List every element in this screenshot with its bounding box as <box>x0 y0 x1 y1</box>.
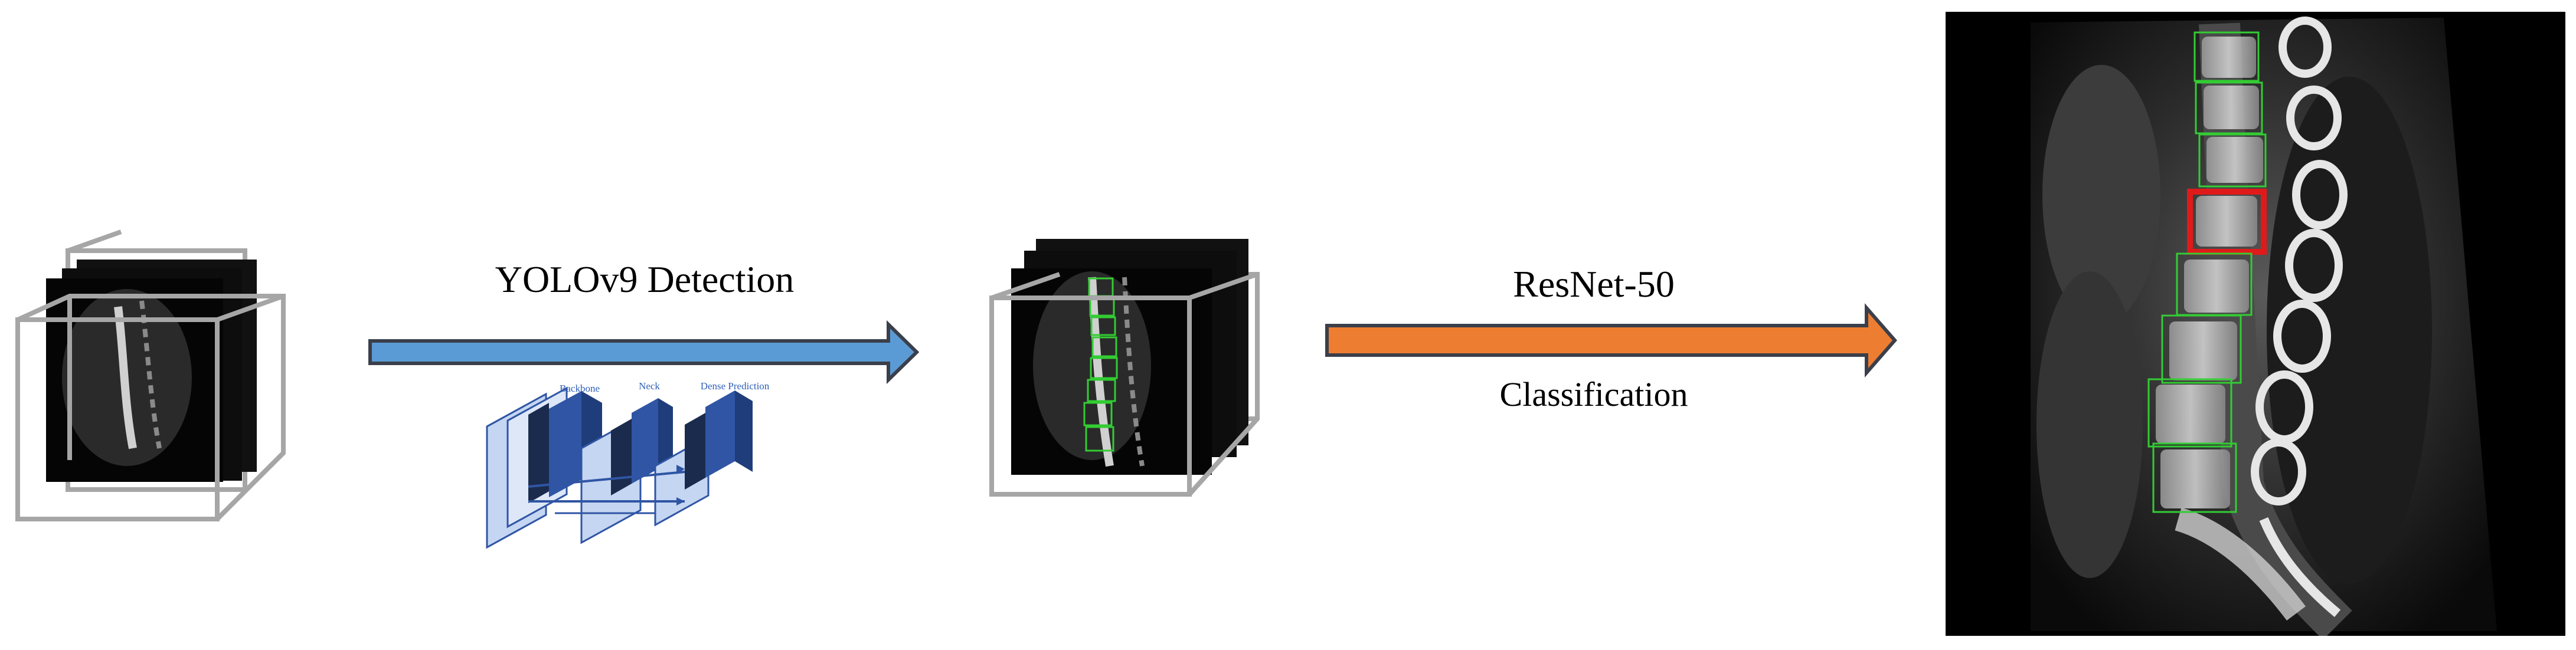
flagged-vertebra-box <box>2187 189 2267 255</box>
resnet-label: ResNet-50 <box>1513 263 1675 305</box>
detected-ct-volume <box>989 239 1260 497</box>
input-ct-slices <box>46 260 257 482</box>
spinous-processes <box>2251 17 2348 618</box>
output-vertebra-boxes <box>2147 31 2267 513</box>
input-ct-volume <box>15 229 286 521</box>
detection-arrow <box>368 320 920 385</box>
classification-arrow <box>1325 303 1897 377</box>
classification-label: Classification <box>1499 375 1688 413</box>
backbone-label: Backbone <box>560 383 600 394</box>
output-ct-slice <box>1946 12 2565 636</box>
yolo-network-schematic <box>486 386 753 549</box>
vertebral-bodies <box>2156 37 2306 621</box>
neck-label: Neck <box>639 380 660 392</box>
detected-ct-slices <box>1011 239 1248 475</box>
dense-prediction-label: Dense Prediction <box>700 380 770 392</box>
detection-label: YOLOv9 Detection <box>495 258 795 300</box>
detected-vertebra-boxes <box>1083 277 1118 452</box>
